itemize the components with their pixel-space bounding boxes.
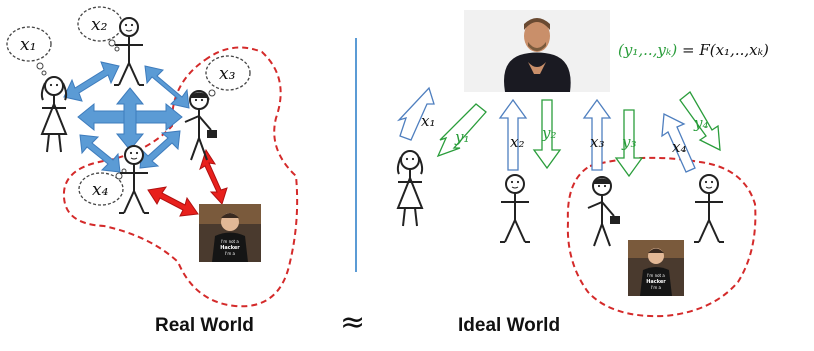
arrow-top-right [144,65,190,109]
ideal-x3-figure [587,176,621,247]
arrow-label-x2: x₂ [510,133,524,151]
bubble-label-x2: x₂ [91,15,108,35]
hacker-photo-real: I'm not a Hacker I'm a [199,204,261,262]
input-arrow-1 [396,86,435,141]
arrow-hacker-to-x4 [147,186,199,217]
input-arrow-4 [661,112,696,173]
ideal-functionality-formula: (y₁,..,yₖ) = F(x₁,..,xₖ) [618,41,769,59]
formula-function: = F(x₁,..,xₖ) [677,41,769,59]
real-world-trusted-region [62,46,299,308]
caption-ideal-world: Ideal World [458,315,561,336]
output-arrow-4 [679,91,721,152]
arrow-label-y4: y₄ [693,114,709,132]
output-arrow-1 [436,103,487,158]
arrow-diag-up [139,130,181,169]
ideal-arrows [396,86,721,178]
tshirt2-line-1: I'm not a [647,273,665,278]
arrow-diag-down [79,134,121,173]
output-arrow-3 [614,109,644,178]
arrow-label-x1: x₁ [421,112,435,130]
ideal-x4-figure [693,174,725,243]
arrow-label-y3: y₃ [621,133,637,151]
input-arrow-3 [582,98,612,171]
bubble-label-x1: x₁ [20,35,36,55]
tshirt-line-3: I'm a [225,251,235,256]
ideal-world-region [566,156,757,318]
arrow-girl-top [63,61,120,102]
hacker-photo-ideal: I'm not a Hacker I'm a [628,240,684,296]
bubble-label-x3: x₃ [219,64,236,84]
party-girl-figure [40,76,68,153]
tshirt-line-1: I'm not a [221,239,239,244]
formula-outputs: (y₁,..,yₖ) [618,41,678,59]
trusted-party-photo [464,10,610,92]
arrow-hacker-to-x3 [199,148,228,205]
arrow-label-y1: y₁ [454,128,470,146]
ideal-x2-figure [499,174,531,243]
real-world-communication-arrows [63,61,190,173]
hacker-arrows [147,148,228,217]
tshirt-line-2: Hacker [220,245,240,251]
input-arrow-2 [498,98,528,171]
tshirt2-line-2: Hacker [646,279,666,285]
party-x3-figure [184,90,218,161]
ideal-girl-figure [396,150,424,227]
thought-bubble-x4 [78,168,127,206]
thought-bubble-x1 [6,26,52,76]
arrow-label-x4: x₄ [672,138,686,156]
arrow-label-x3: x₃ [590,133,604,151]
thought-bubble-x2 [77,6,123,52]
caption-approx-symbol: ≈ [340,305,366,340]
tshirt2-line-3: I'm a [651,285,661,290]
caption-real-world: Real World [155,315,254,336]
bubble-label-x4: x₄ [92,180,109,200]
output-arrow-2 [532,99,562,170]
arrow-label-y2: y₂ [541,124,557,142]
